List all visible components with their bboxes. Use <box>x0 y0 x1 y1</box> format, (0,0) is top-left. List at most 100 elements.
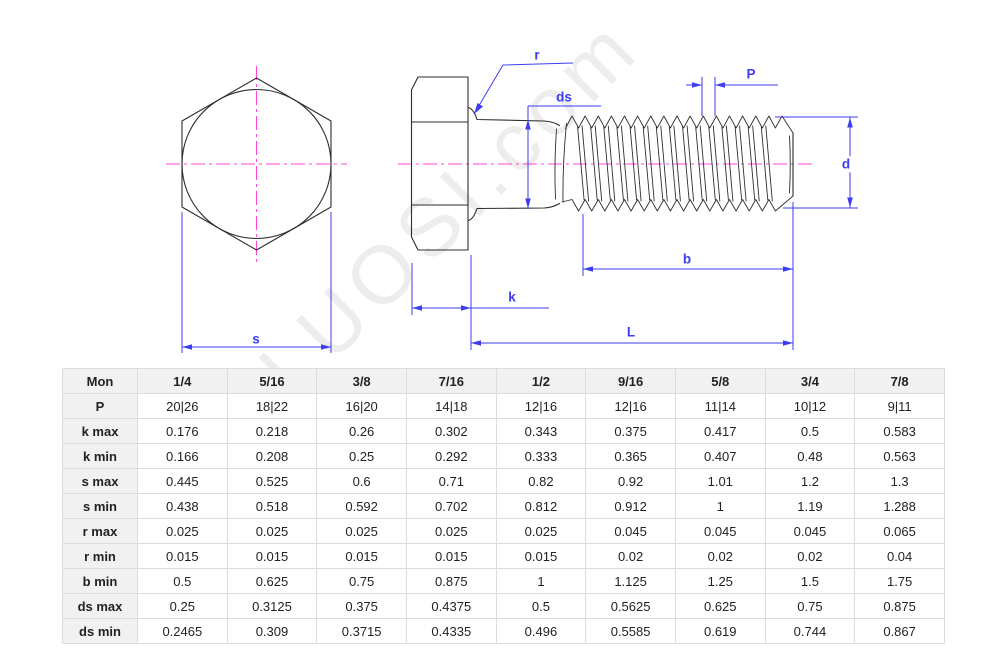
table-cell: 0.375 <box>316 593 407 619</box>
hex-head-front-view <box>181 77 332 251</box>
dimension-b <box>582 214 793 276</box>
table-cell: 0.867 <box>854 618 945 644</box>
dimension-p <box>686 77 778 116</box>
table-cell: 12|16 <box>495 393 587 419</box>
dim-label-p: P <box>746 66 756 82</box>
table-cell: 0.5625 <box>585 593 676 619</box>
table-cell: 0.04 <box>854 543 945 569</box>
column-header: 5/8 <box>674 368 766 394</box>
table-cell: 0.417 <box>674 418 766 444</box>
column-header: 7/16 <box>405 368 497 394</box>
table-cell: 0.4375 <box>405 593 497 619</box>
table-cell: 0.292 <box>405 443 497 469</box>
table-cell: 10|12 <box>764 393 856 419</box>
table-cell: 0.375 <box>585 418 676 444</box>
table-cell: 0.3125 <box>226 593 318 619</box>
table-cell: 0.625 <box>226 568 318 594</box>
thread-runout-line-2 <box>562 123 567 203</box>
column-header: 5/16 <box>226 368 318 394</box>
table-cell: 0.5 <box>764 418 856 444</box>
table-cell: 0.3715 <box>316 618 407 644</box>
column-header: 3/4 <box>764 368 856 394</box>
table-cell: 1.3 <box>854 468 945 494</box>
table-cell: 11|14 <box>674 393 766 419</box>
table-cell: 0.015 <box>226 543 318 569</box>
table-cell: 0.912 <box>585 493 676 519</box>
table-cell: 0.71 <box>405 468 497 494</box>
table-cell: 0.583 <box>854 418 945 444</box>
table-cell: 0.045 <box>764 518 856 544</box>
thread-crests-top <box>565 115 794 134</box>
table-cell: 0.025 <box>495 518 587 544</box>
thread-crests-bottom <box>561 195 794 212</box>
table-cell: 0.875 <box>405 568 497 594</box>
table-cell: 0.218 <box>226 418 318 444</box>
column-header: 7/8 <box>854 368 945 394</box>
table-cell: 0.496 <box>495 618 587 644</box>
table-cell: 1.01 <box>674 468 766 494</box>
row-label: P <box>62 393 138 419</box>
table-cell: 1.25 <box>674 568 766 594</box>
table-cell: 0.92 <box>585 468 676 494</box>
table-cell: 20|26 <box>137 393 228 419</box>
table-cell: 0.025 <box>226 518 318 544</box>
row-label: s max <box>62 468 138 494</box>
table-cell: 0.025 <box>316 518 407 544</box>
column-header: 9/16 <box>585 368 676 394</box>
dimension-r <box>473 62 574 115</box>
table-cell: 0.563 <box>854 443 945 469</box>
table-cell: 0.333 <box>495 443 587 469</box>
dim-label-r: r <box>534 47 540 63</box>
table-cell: 0.045 <box>585 518 676 544</box>
row-label: k min <box>62 443 138 469</box>
row-label: s min <box>62 493 138 519</box>
table-cell: 0.525 <box>226 468 318 494</box>
shank-bottom-edge <box>467 202 561 222</box>
table-cell: 0.166 <box>137 443 228 469</box>
table-cell: 0.5585 <box>585 618 676 644</box>
row-label: b min <box>62 568 138 594</box>
table-cell: 1.19 <box>764 493 856 519</box>
column-header: 1/2 <box>495 368 587 394</box>
table-cell: 0.625 <box>674 593 766 619</box>
table-cell: 0.25 <box>137 593 228 619</box>
table-cell: 0.2465 <box>137 618 228 644</box>
column-header: 3/8 <box>316 368 407 394</box>
thread-end-chamfer-line <box>789 135 791 194</box>
table-cell: 0.5 <box>495 593 587 619</box>
table-cell: 0.015 <box>137 543 228 569</box>
table-cell: 0.4335 <box>405 618 497 644</box>
table-cell: 16|20 <box>316 393 407 419</box>
dim-label-d: d <box>839 156 853 172</box>
table-cell: 0.02 <box>674 543 766 569</box>
table-cell: 0.25 <box>316 443 407 469</box>
row-label: ds max <box>62 593 138 619</box>
table-cell: 0.445 <box>137 468 228 494</box>
table-cell: 1 <box>495 568 587 594</box>
dim-label-l: L <box>626 324 636 340</box>
row-label: r min <box>62 543 138 569</box>
table-cell: 0.309 <box>226 618 318 644</box>
table-cell: 0.438 <box>137 493 228 519</box>
column-header: 1/4 <box>137 368 228 394</box>
dimension-s <box>181 212 332 353</box>
table-cell: 0.702 <box>405 493 497 519</box>
dimension-ds <box>525 105 601 209</box>
table-cell: 12|16 <box>585 393 676 419</box>
row-label: ds min <box>62 618 138 644</box>
table-cell: 0.025 <box>137 518 228 544</box>
table-cell: 0.208 <box>226 443 318 469</box>
head-outline <box>410 76 469 251</box>
